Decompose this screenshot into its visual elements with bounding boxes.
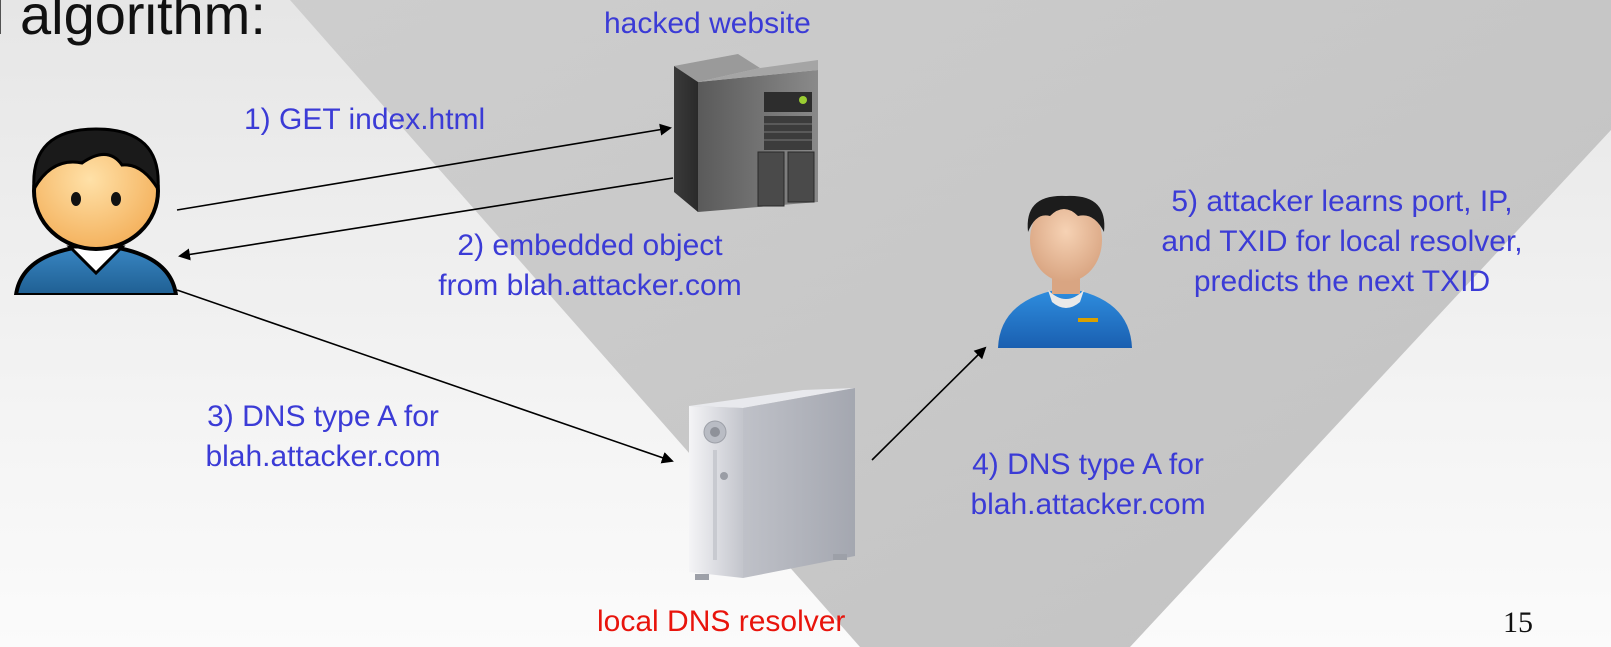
attacker-icon xyxy=(998,195,1132,348)
step-5-line-1: 5) attacker learns port, IP, xyxy=(1171,185,1513,218)
step-3-line-2: blah.attacker.com xyxy=(205,439,441,473)
step-1-label: 1) GET index.html xyxy=(244,103,486,136)
step-5-label: 5) attacker learns port, IP, and TXID fo… xyxy=(1112,182,1572,302)
user-icon xyxy=(13,127,179,295)
dns-resolver-server-icon xyxy=(689,388,855,580)
step-5-line-2: and TXID for local resolver, xyxy=(1161,224,1523,258)
step-2-label: 2) embedded object from blah.attacker.co… xyxy=(404,226,776,306)
step-2-line-1: 2) embedded object xyxy=(457,229,723,262)
arrow-1-get xyxy=(176,123,672,211)
step-4-line-1: 4) DNS type A for xyxy=(972,448,1204,481)
arrow-4-dns-forward xyxy=(871,346,987,461)
step-4-line-2: blah.attacker.com xyxy=(970,487,1206,521)
step-5-line-3: predicts the next TXID xyxy=(1193,264,1491,298)
background-band xyxy=(290,0,1611,647)
website-label: hacked website xyxy=(604,7,811,40)
page-number: 15 xyxy=(1503,606,1533,639)
arrow-2-response xyxy=(178,177,674,261)
web-server-icon xyxy=(674,54,818,212)
step-3-line-1: 3) DNS type A for xyxy=(207,400,439,433)
step-2-line-2: from blah.attacker.com xyxy=(438,268,742,302)
step-3-label: 3) DNS type A for blah.attacker.com xyxy=(176,397,470,477)
slide-title: l algorithm: xyxy=(0,0,266,46)
resolver-label: local DNS resolver xyxy=(597,605,846,638)
arrow-3-dns-query xyxy=(176,289,674,464)
step-4-label: 4) DNS type A for blah.attacker.com xyxy=(940,445,1236,525)
